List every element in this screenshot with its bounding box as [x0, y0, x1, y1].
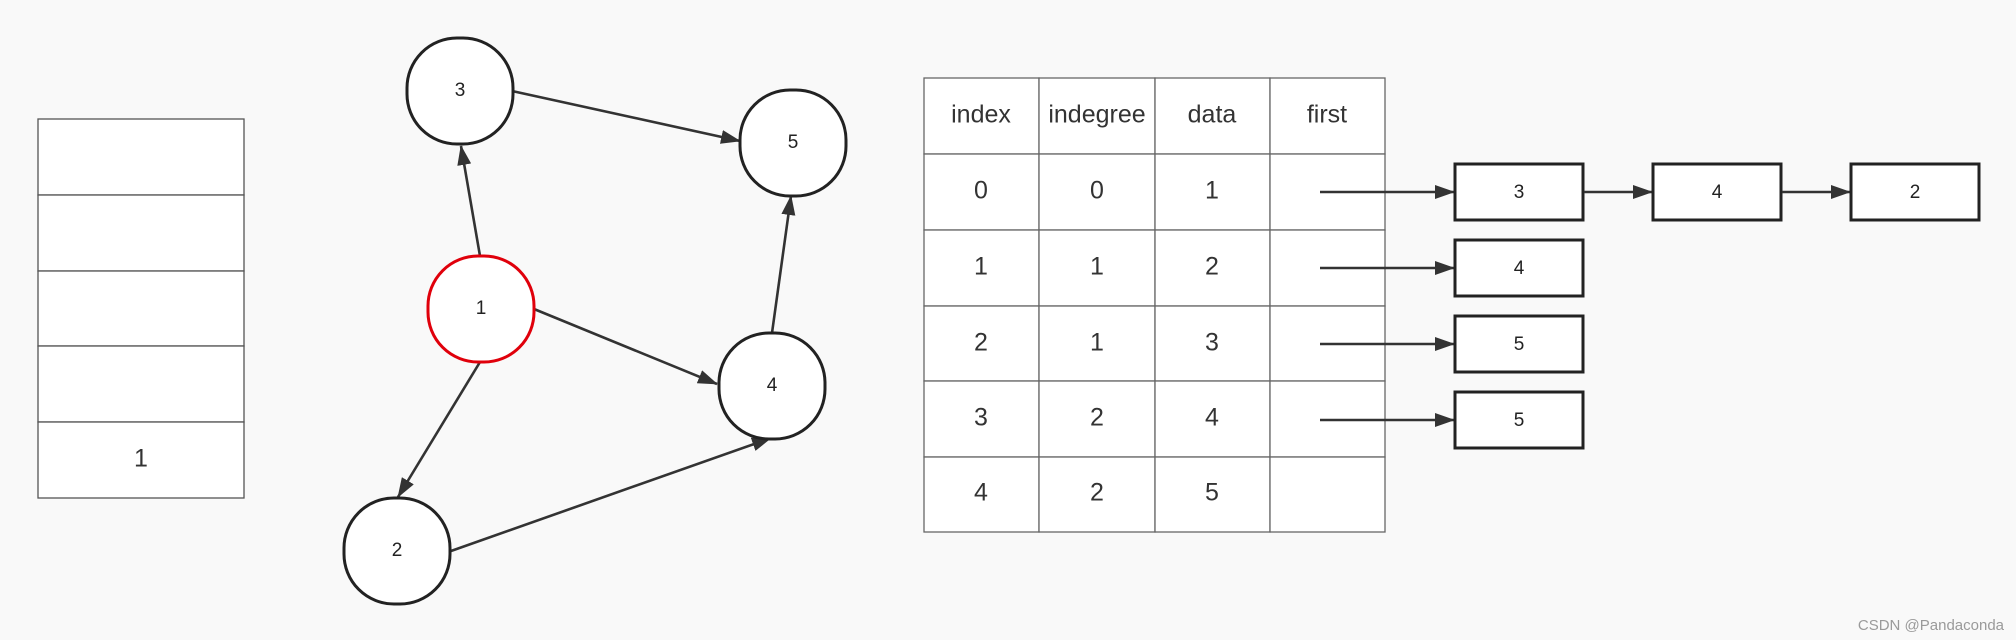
- adjacency-list-row-1: 4: [1320, 238, 1585, 298]
- stack-cell-value: 1: [134, 445, 148, 473]
- table-cell: 2: [974, 329, 988, 357]
- stack-cell: [37, 270, 245, 347]
- graph-node-label: 5: [788, 132, 799, 153]
- table-cell: 5: [1205, 479, 1219, 507]
- list-node: 4: [1651, 162, 1783, 222]
- table-cell: 1: [974, 253, 988, 281]
- table-cell: 1: [1205, 177, 1219, 205]
- list-node-value: 3: [1514, 182, 1525, 203]
- list-node-value: 4: [1712, 182, 1723, 203]
- list-node-value: 5: [1514, 334, 1525, 355]
- table-header-row: index indegree data first: [923, 77, 1386, 155]
- list-node: 2: [1849, 162, 1981, 222]
- stack-cell: [37, 345, 245, 423]
- table-cell: 1: [1090, 329, 1104, 357]
- list-node-value: 4: [1514, 258, 1525, 279]
- list-node: 5: [1453, 390, 1585, 450]
- table-header: data: [1188, 101, 1237, 129]
- graph-node-label: 2: [392, 540, 403, 561]
- table-row: 4 2 5: [923, 456, 1386, 533]
- table-row: 2 1 3: [923, 305, 1386, 382]
- graph-nodes: 1 2 3 4 5: [342, 36, 848, 606]
- edge-1-to-4: [533, 307, 718, 386]
- edge-1-to-2: [396, 361, 482, 498]
- watermark: CSDN @Pandaconda: [1858, 617, 2005, 634]
- table-cell: 1: [1090, 253, 1104, 281]
- list-node: 5: [1453, 314, 1585, 374]
- table-cell: 4: [1205, 404, 1219, 432]
- edge-1-to-3: [457, 145, 482, 257]
- edge-3-to-5: [511, 89, 741, 144]
- table-row: 1 1 2: [923, 229, 1386, 307]
- stack-cell: 1: [37, 421, 245, 499]
- graph-node-label: 3: [455, 80, 466, 101]
- table-cell: 3: [974, 404, 988, 432]
- graph-node-2[interactable]: 2: [342, 496, 452, 606]
- graph-node-4[interactable]: 4: [717, 331, 827, 441]
- list-node-value: 5: [1514, 410, 1525, 431]
- table-cell: 2: [1090, 404, 1104, 432]
- list-node: 4: [1453, 238, 1585, 298]
- table-cell: 4: [974, 479, 988, 507]
- table-row: 0 0 1: [923, 153, 1386, 231]
- graph-node-label: 1: [476, 298, 487, 319]
- edge-4-to-5: [770, 195, 796, 334]
- adjacency-lists: 3 4 2 4 5: [1320, 162, 1981, 450]
- graph-node-5[interactable]: 5: [738, 88, 848, 198]
- graph-edges: [396, 89, 796, 553]
- edge-2-to-4: [450, 436, 772, 553]
- list-node-value: 2: [1910, 182, 1921, 203]
- table-cell: 0: [1090, 177, 1104, 205]
- table-cell: 0: [974, 177, 988, 205]
- list-node: 3: [1453, 162, 1585, 222]
- table-header: first: [1307, 101, 1347, 129]
- graph-node-label: 4: [767, 375, 778, 396]
- table-cell: 3: [1205, 329, 1219, 357]
- table-header: index: [951, 101, 1011, 129]
- table-cell: 2: [1090, 479, 1104, 507]
- graph-node-3[interactable]: 3: [405, 36, 515, 146]
- table-header: indegree: [1048, 101, 1145, 129]
- adjacency-list-row-3: 5: [1320, 390, 1585, 450]
- vertex-table: index indegree data first 0 0 1 1 1 2: [923, 77, 1386, 533]
- table-row: 3 2 4: [923, 380, 1386, 458]
- stack: 1: [37, 118, 245, 499]
- graph-node-1[interactable]: 1: [426, 254, 536, 364]
- stack-cell: [37, 118, 245, 196]
- adjacency-list-row-0: 3 4 2: [1320, 162, 1981, 222]
- stack-cell: [37, 194, 245, 272]
- table-cell: 2: [1205, 253, 1219, 281]
- adjacency-list-row-2: 5: [1320, 314, 1585, 374]
